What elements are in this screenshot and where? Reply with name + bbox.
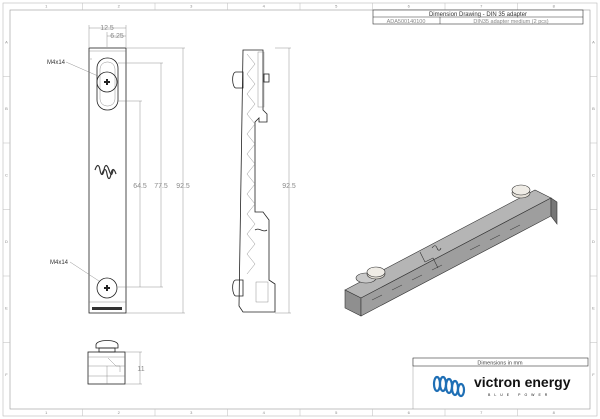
zone-column-label: 2 <box>118 4 121 9</box>
zone-row-label: E <box>592 305 595 310</box>
zone-row-label: C <box>592 172 595 177</box>
side-view: 92.5 <box>232 47 296 314</box>
zone-row-label: E <box>5 305 8 310</box>
part-description: DIN35 adapter medium (2 pcs) <box>473 19 548 25</box>
zone-column-label: 8 <box>553 410 556 415</box>
zone-column-label: 5 <box>335 410 338 415</box>
dim-total-height: 92.5 <box>176 183 190 190</box>
zone-column-label: 7 <box>480 410 483 415</box>
victron-logo-icon <box>432 375 466 398</box>
dim-slot-spacing: 77.5 <box>154 183 168 190</box>
front-view: 12.5 6.25 64.5 77.5 92.5 M4x14 M4x14 <box>47 25 190 314</box>
dim-width: 12.5 <box>100 25 114 32</box>
bottom-view: 11 <box>87 340 145 385</box>
zone-column-label: 4 <box>263 410 266 415</box>
zone-column-label: 8 <box>553 4 556 9</box>
zone-row-label: A <box>592 39 595 44</box>
zone-column-label: 4 <box>263 4 266 9</box>
zone-row-label: D <box>592 239 595 244</box>
screw-label-bottom: M4x14 <box>50 260 69 266</box>
zone-row-label: F <box>5 372 8 377</box>
zone-row-label: D <box>5 239 8 244</box>
victron-emblem-icon <box>94 164 117 180</box>
screw-label-top: M4x14 <box>47 60 66 66</box>
drawing-title: Dimension Drawing - DIN 35 adapter <box>429 12 527 18</box>
part-number: ADA500140100 <box>387 19 426 25</box>
screw-icon <box>511 184 531 199</box>
zone-column-label: 3 <box>190 410 193 415</box>
zone-column-label: 6 <box>408 4 411 9</box>
screw-head-icon <box>96 71 118 93</box>
isometric-view <box>344 184 558 317</box>
zone-column-label: 7 <box>480 4 483 9</box>
zone-row-label: B <box>5 106 8 111</box>
zone-column-label: 1 <box>45 410 48 415</box>
zone-row-label: A <box>5 39 8 44</box>
zone-column-label: 6 <box>408 410 411 415</box>
zone-column-label: 5 <box>335 4 338 9</box>
zone-column-label: 3 <box>190 4 193 9</box>
units-note: Dimensions in mm <box>477 360 523 366</box>
logo-block: Dimensions in mm victron energy BLUE POW… <box>412 357 589 409</box>
zone-row-label: F <box>592 372 595 377</box>
logo-brand: victron energy <box>474 374 571 390</box>
zone-row-label: B <box>592 106 595 111</box>
dim-side-height: 92.5 <box>282 183 296 190</box>
dim-half-width: 6.25 <box>110 33 124 40</box>
dim-bottom-height: 11 <box>137 366 144 373</box>
dim-screw-spacing: 64.5 <box>133 183 147 190</box>
zone-column-label: 2 <box>118 410 121 415</box>
logo-tagline: BLUE POWER <box>488 393 551 397</box>
screw-head-icon <box>96 277 118 299</box>
screw-icon <box>366 266 386 280</box>
title-block: Dimension Drawing - DIN 35 adapter ADA50… <box>372 9 584 25</box>
zone-column-label: 1 <box>45 4 48 9</box>
zone-row-label: C <box>5 172 8 177</box>
